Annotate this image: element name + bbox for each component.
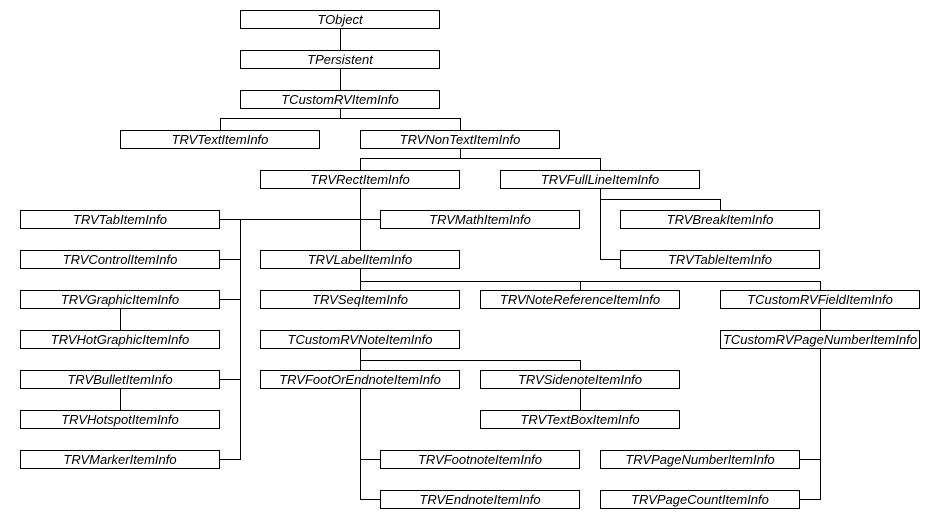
class-node-trvfootnoteiteminfo[interactable]: TRVFootnoteItemInfo xyxy=(380,450,580,469)
class-node-tcustomrvitleminfo[interactable]: TCustomRVItemInfo xyxy=(240,90,440,109)
connector-line xyxy=(460,149,461,159)
connector-line xyxy=(820,309,821,330)
class-node-trvhotgraphiciteminfo[interactable]: TRVHotGraphicItemInfo xyxy=(20,330,220,349)
connector-line xyxy=(120,309,121,330)
connector-line xyxy=(820,349,821,500)
connector-line xyxy=(360,269,361,282)
class-node-trvendnoteiteminfo[interactable]: TRVEndnoteItemInfo xyxy=(380,490,580,509)
class-node-trvhotspotiteminfo[interactable]: TRVHotspotItemInfo xyxy=(20,410,220,429)
connector-line xyxy=(600,189,601,260)
connector-line xyxy=(820,281,821,290)
class-node-trvfootorendnoteiteminfo[interactable]: TRVFootOrEndnoteItemInfo xyxy=(260,370,460,389)
class-node-trvlabeliteminfo[interactable]: TRVLabelItemInfo xyxy=(260,250,460,269)
connector-line xyxy=(220,459,241,460)
connector-line xyxy=(800,499,821,500)
class-node-trvnontextiteminfo[interactable]: TRVNonTextItemInfo xyxy=(360,130,560,149)
connector-line xyxy=(800,459,821,460)
class-node-trvcontroliteminfo[interactable]: TRVControlItemInfo xyxy=(20,250,220,269)
connector-line xyxy=(220,299,241,300)
connector-line xyxy=(720,199,721,210)
class-node-trvmarkeriteminfo[interactable]: TRVMarkerItemInfo xyxy=(20,450,220,469)
connector-line xyxy=(220,259,241,260)
connector-line xyxy=(600,259,621,260)
connector-line xyxy=(360,360,581,361)
connector-line xyxy=(220,118,461,119)
class-node-tcustomrvpagenumberiteminfo[interactable]: TCustomRVPageNumberItemInfo xyxy=(720,330,920,349)
connector-line xyxy=(580,389,581,410)
class-node-trvbreakiteminfo[interactable]: TRVBreakItemInfo xyxy=(620,210,820,229)
connector-line xyxy=(460,118,461,130)
class-node-trvbulletiteminfo[interactable]: TRVBulletItemInfo xyxy=(20,370,220,389)
connector-line xyxy=(360,360,361,370)
class-node-trvmathiteminfo[interactable]: TRVMathItemInfo xyxy=(380,210,580,229)
connector-line xyxy=(360,499,381,500)
connector-line xyxy=(120,389,121,410)
connector-line xyxy=(580,281,581,290)
connector-line xyxy=(340,69,341,90)
class-node-trvseqiteminfo[interactable]: TRVSeqItemInfo xyxy=(260,290,460,309)
connector-line xyxy=(220,219,381,220)
class-node-trvtableiteminfo[interactable]: TRVTableItemInfo xyxy=(620,250,820,269)
class-node-trvrectiteminfo[interactable]: TRVRectItemInfo xyxy=(260,170,460,189)
connector-line xyxy=(360,158,601,159)
connector-line xyxy=(580,360,581,370)
connector-line xyxy=(360,459,381,460)
connector-line xyxy=(360,158,361,170)
connector-line xyxy=(240,219,241,460)
connector-line xyxy=(220,118,221,130)
class-node-tpersistent[interactable]: TPersistent xyxy=(240,50,440,69)
class-node-trvtabiteminfo[interactable]: TRVTabItemInfo xyxy=(20,210,220,229)
class-node-trvfulllineiteminfo[interactable]: TRVFullLineItemInfo xyxy=(500,170,700,189)
class-node-tcustomrvnoteiteminfo[interactable]: TCustomRVNoteItemInfo xyxy=(260,330,460,349)
class-node-trvgraphiciteminfo[interactable]: TRVGraphicItemInfo xyxy=(20,290,220,309)
connector-line xyxy=(600,158,601,170)
class-node-trvsidenoteiteminfo[interactable]: TRVSidenoteItemInfo xyxy=(480,370,680,389)
class-node-tcustomrvfielditeminfo[interactable]: TCustomRVFieldItemInfo xyxy=(720,290,920,309)
class-node-trvpagecountiteminfo[interactable]: TRVPageCountItemInfo xyxy=(600,490,800,509)
connector-line xyxy=(340,109,341,119)
class-node-tobject[interactable]: TObject xyxy=(240,10,440,29)
connector-line xyxy=(340,29,341,50)
connector-line xyxy=(360,281,821,282)
connector-line xyxy=(220,379,241,380)
connector-line xyxy=(360,389,361,500)
connector-line xyxy=(360,281,361,290)
class-node-trvtextiteminfo[interactable]: TRVTextItemInfo xyxy=(120,130,320,149)
class-node-trvpagenumberiteminfo[interactable]: TRVPageNumberItemInfo xyxy=(600,450,800,469)
class-node-trvtextboxiteminfo[interactable]: TRVTextBoxItemInfo xyxy=(480,410,680,429)
connector-line xyxy=(600,199,721,200)
connector-line xyxy=(360,349,361,361)
class-node-trvnotereferenceiteminfo[interactable]: TRVNoteReferenceItemInfo xyxy=(480,290,680,309)
